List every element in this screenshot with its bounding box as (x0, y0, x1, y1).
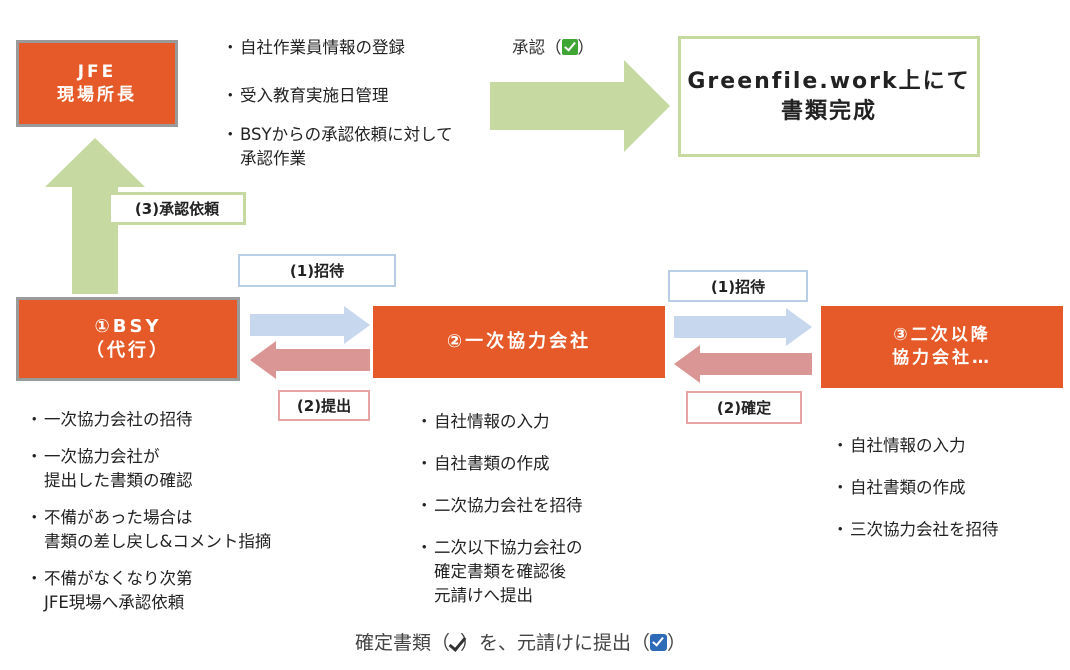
bsy-box-line2: （代行） (86, 340, 170, 361)
bsy-task-item: 一次協力会社が 提出した書類の確認 (26, 445, 271, 493)
greenfile-complete-box: Greenfile.work上にて 書類完成 (678, 36, 980, 157)
submit-arrow (250, 341, 370, 379)
bsy-task-item: 不備がなくなり次第 JFE現場へ承認依頼 (26, 567, 271, 615)
approval-label-end: ） (577, 38, 595, 57)
secondary-task-item: 三次協力会社を招待 (832, 518, 998, 542)
bsy-task-list: 一次協力会社の招待 一次協力会社が 提出した書類の確認 不備があった場合は 書類… (26, 408, 271, 615)
confirm-label: (2)確定 (686, 391, 802, 424)
secondary-task-list: 自社情報の入力 自社書類の作成 三次協力会社を招待 (832, 434, 999, 542)
secondary-box-line2: 協力会社… (892, 348, 992, 368)
jfe-box-line2: 現場所長 (57, 84, 137, 105)
jfe-site-manager-box: JFE 現場所長 (16, 40, 178, 127)
primary-task-item: 二次協力会社を招待 (416, 494, 582, 518)
primary-task-list: 自社情報の入力 自社書類の作成 二次協力会社を招待 二次以下協力会社の 確定書類… (416, 410, 583, 608)
secondary-task-item: 自社情報の入力 (832, 434, 999, 458)
primary-contractor-box: ②一次協力会社 (373, 306, 665, 378)
confirm-arrow (674, 345, 812, 383)
bsy-task-item: 一次協力会社の招待 (26, 408, 271, 432)
approval-arrow (490, 60, 670, 152)
check-mark-icon (450, 635, 460, 651)
footer-part1: 確定書類（ (355, 632, 451, 654)
primary-task-item: 自社書類の作成 (416, 452, 583, 476)
invite-label-right: (1)招待 (668, 270, 808, 302)
secondary-box-line1: ③二次以降 (893, 325, 991, 346)
submit-label: (2)提出 (278, 390, 370, 421)
invite-arrow-right (674, 308, 812, 346)
invite-arrow-left (250, 306, 370, 344)
footer-part2: ）を、元請けに提出（ (460, 632, 651, 654)
bsy-task-item: 不備があった場合は 書類の差し戻し&コメント指摘 (26, 506, 271, 554)
invite-label-left: (1)招待 (238, 254, 396, 287)
greenfile-line1: Greenfile.work上にて (687, 68, 971, 94)
greenfile-line2: 書類完成 (780, 98, 877, 124)
blue-checkbox-icon (650, 634, 668, 651)
secondary-task-item: 自社書類の作成 (832, 476, 999, 500)
bsy-box: ①BSY （代行） (16, 297, 240, 381)
jfe-task-list: 自社作業員情報の登録 受入教育実施日管理 BSYからの承認依頼に対して 承認作業 (222, 36, 453, 171)
footer-note: 確定書類（ ）を、元請けに提出（ ） (355, 628, 686, 655)
secondary-contractor-box: ③二次以降 協力会社… (821, 306, 1063, 388)
bsy-box-line1: ①BSY (94, 315, 162, 337)
approval-request-label: (3)承認依頼 (108, 192, 246, 225)
jfe-task-item: BSYからの承認依頼に対して 承認作業 (222, 123, 453, 171)
jfe-task-item: 受入教育実施日管理 (222, 84, 453, 108)
approval-label: 承認（ ） (512, 34, 594, 58)
approval-label-text: 承認（ (512, 38, 562, 57)
approval-request-arrow (45, 138, 145, 294)
footer-part3: ） (667, 632, 687, 654)
jfe-box-line1: JFE (77, 61, 117, 82)
jfe-task-item: 自社作業員情報の登録 (222, 36, 453, 60)
green-checkbox-icon (561, 39, 578, 55)
primary-task-item: 自社情報の入力 (416, 410, 583, 434)
primary-box-label: ②一次協力会社 (446, 330, 592, 352)
primary-task-item: 二次以下協力会社の 確定書類を確認後 元請けへ提出 (416, 536, 582, 608)
